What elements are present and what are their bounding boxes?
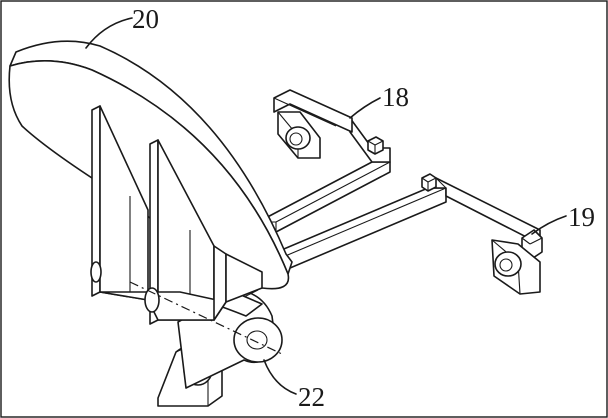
leader-lines [85, 17, 567, 395]
label-22: 22 [298, 382, 325, 412]
shaft-centerline [129, 281, 283, 355]
disc-assembly [8, 40, 293, 325]
label-19: 19 [568, 202, 595, 232]
label-20: 20 [132, 4, 159, 34]
upper-arm-assembly [257, 89, 391, 233]
label-18: 18 [382, 82, 409, 112]
